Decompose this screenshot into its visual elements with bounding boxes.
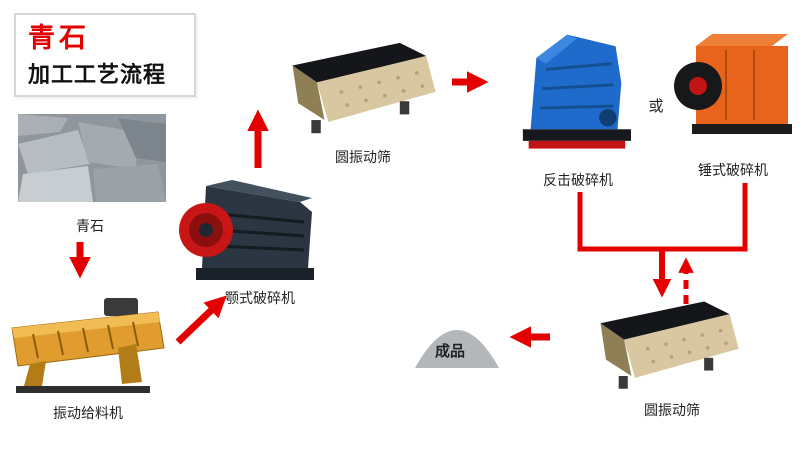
impact-crusher-image [522, 34, 631, 149]
impact-crusher-label: 反击破碎机 [543, 172, 613, 188]
title-line1: 青石 [28, 23, 90, 53]
vibrating-screen-bottom-image [600, 301, 739, 389]
screen-top-label: 圆振动筛 [335, 149, 391, 165]
product-pile-image [415, 330, 499, 368]
bluestone-image [18, 114, 166, 202]
arrow-feeder-to-jaw [175, 295, 227, 345]
stone-label: 青石 [76, 218, 104, 234]
vibrating-screen-top-image [292, 42, 436, 134]
connector-crushers [577, 183, 748, 252]
product-label: 成品 [434, 343, 466, 360]
hammer-crusher-image [674, 34, 792, 134]
title-box: 青石 加工工艺流程 [14, 13, 196, 97]
jaw-crusher-image [179, 180, 314, 280]
screen-bottom-label: 圆振动筛 [644, 402, 700, 418]
vibrating-feeder-image [11, 298, 165, 393]
hammer-crusher-label: 锤式破碎机 [698, 162, 768, 178]
title-line2: 加工工艺流程 [28, 62, 167, 88]
feeder-label: 振动给料机 [53, 405, 123, 421]
jaw-crusher-label: 颚式破碎机 [225, 290, 295, 306]
or-label: 或 [648, 98, 664, 115]
